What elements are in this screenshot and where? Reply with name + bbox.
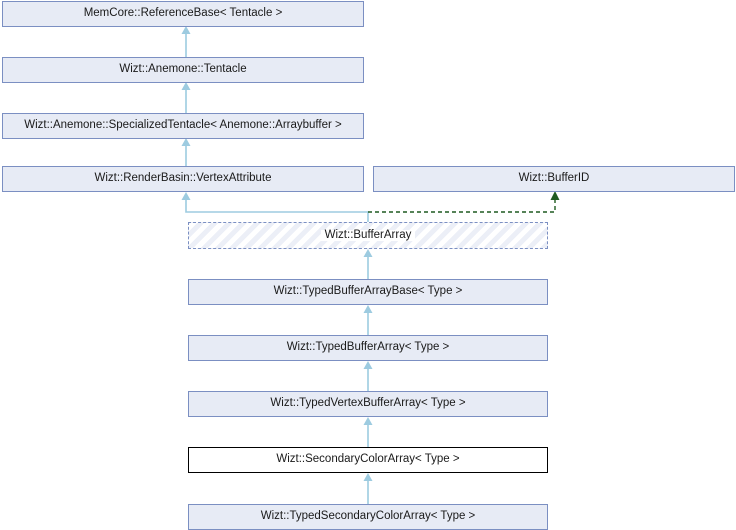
class-node-specializedtentacle[interactable]: Wizt::Anemone::SpecializedTentacle< Anem… xyxy=(2,113,364,139)
edge-typedbufferarray-to-typedbufferarraybase xyxy=(363,305,373,335)
class-node-bufferarray[interactable]: Wizt::BufferArray xyxy=(188,222,548,249)
class-node-typedbufferarraybase[interactable]: Wizt::TypedBufferArrayBase< Type > xyxy=(188,279,548,305)
class-node-tentacle[interactable]: Wizt::Anemone::Tentacle xyxy=(2,57,364,83)
class-node-label: MemCore::ReferenceBase< Tentacle > xyxy=(83,7,283,20)
class-node-typedvertexbufferarray[interactable]: Wizt::TypedVertexBufferArray< Type > xyxy=(188,391,548,417)
class-node-secondarycolorarray[interactable]: Wizt::SecondaryColorArray< Type > xyxy=(188,447,548,473)
class-node-typedbufferarray[interactable]: Wizt::TypedBufferArray< Type > xyxy=(188,335,548,361)
class-node-label: Wizt::Anemone::Tentacle xyxy=(119,63,247,76)
class-node-vertexattribute[interactable]: Wizt::RenderBasin::VertexAttribute xyxy=(2,166,364,192)
class-node-label: Wizt::TypedBufferArrayBase< Type > xyxy=(273,285,463,298)
edge-specializedtentacle-to-tentacle xyxy=(181,82,191,113)
class-node-label: Wizt::SecondaryColorArray< Type > xyxy=(276,453,460,466)
class-node-label: Wizt::TypedBufferArray< Type > xyxy=(286,341,450,354)
class-node-label: Wizt::TypedVertexBufferArray< Type > xyxy=(270,397,466,410)
class-node-referencebase[interactable]: MemCore::ReferenceBase< Tentacle > xyxy=(2,1,364,27)
edge-typedbufferarraybase-to-bufferarray xyxy=(363,249,373,279)
class-node-label: Wizt::TypedSecondaryColorArray< Type > xyxy=(260,510,476,523)
edge-tentacle-to-referencebase xyxy=(181,26,191,57)
class-node-typedsecondarycolorarray[interactable]: Wizt::TypedSecondaryColorArray< Type > xyxy=(188,504,548,530)
edge-bufferarray-to-bufferid xyxy=(368,191,560,213)
edge-vertexattribute-to-specializedtentacle xyxy=(181,138,191,166)
edge-typedvertexbufferarray-to-typedbufferarray xyxy=(363,361,373,391)
edge-secondarycolorarray-to-typedvertexbufferarray xyxy=(363,417,373,447)
edge-typedsecondarycolorarray-to-secondarycolorarray xyxy=(363,473,373,504)
class-node-label: Wizt::BufferArray xyxy=(320,229,416,242)
class-node-bufferid[interactable]: Wizt::BufferID xyxy=(373,166,735,192)
class-node-label: Wizt::RenderBasin::VertexAttribute xyxy=(94,172,272,185)
class-node-label: Wizt::Anemone::SpecializedTentacle< Anem… xyxy=(24,119,342,132)
class-node-label: Wizt::BufferID xyxy=(518,172,590,185)
edge-bufferarray-to-vertexattribute xyxy=(181,192,369,222)
